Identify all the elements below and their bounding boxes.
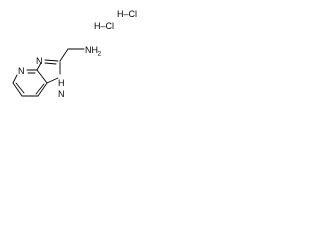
- chemical-structure: H–Cl H–Cl NH 2 N H N: [12, 9, 137, 99]
- aminomethyl-group: NH 2: [59, 45, 102, 62]
- amine-label: NH: [85, 45, 98, 55]
- bond-c3a-n3: [36, 62, 42, 71]
- bond-c5-n4: [12, 74, 18, 84]
- bond-c6-c5-double: [15, 82, 25, 94]
- bond-c2-ch2: [59, 48, 69, 62]
- hcl-salt-1: H–Cl: [117, 9, 137, 19]
- imidazole-nh-h-label: H: [58, 78, 65, 88]
- bond-c7a-c7-double: [35, 83, 45, 95]
- bond-c6-c5: [12, 82, 23, 97]
- bond-n3-c2: [44, 59, 59, 62]
- bond-n3-c2-double: [44, 62, 57, 65]
- bond-c3a-c7a: [36, 69, 48, 84]
- bond-n1-c7a: [46, 77, 59, 84]
- hcl-salt-2: H–Cl: [94, 21, 114, 31]
- pyridine-n-label: N: [18, 66, 25, 76]
- pyridine-ring: N: [12, 66, 48, 97]
- imidazole-nh-n-label: N: [58, 89, 65, 99]
- imidazole-n-label: N: [36, 56, 43, 66]
- bond-c7a-c7: [37, 82, 48, 97]
- imidazole-ring: N H N: [36, 56, 65, 99]
- amine-subscript: 2: [98, 51, 102, 58]
